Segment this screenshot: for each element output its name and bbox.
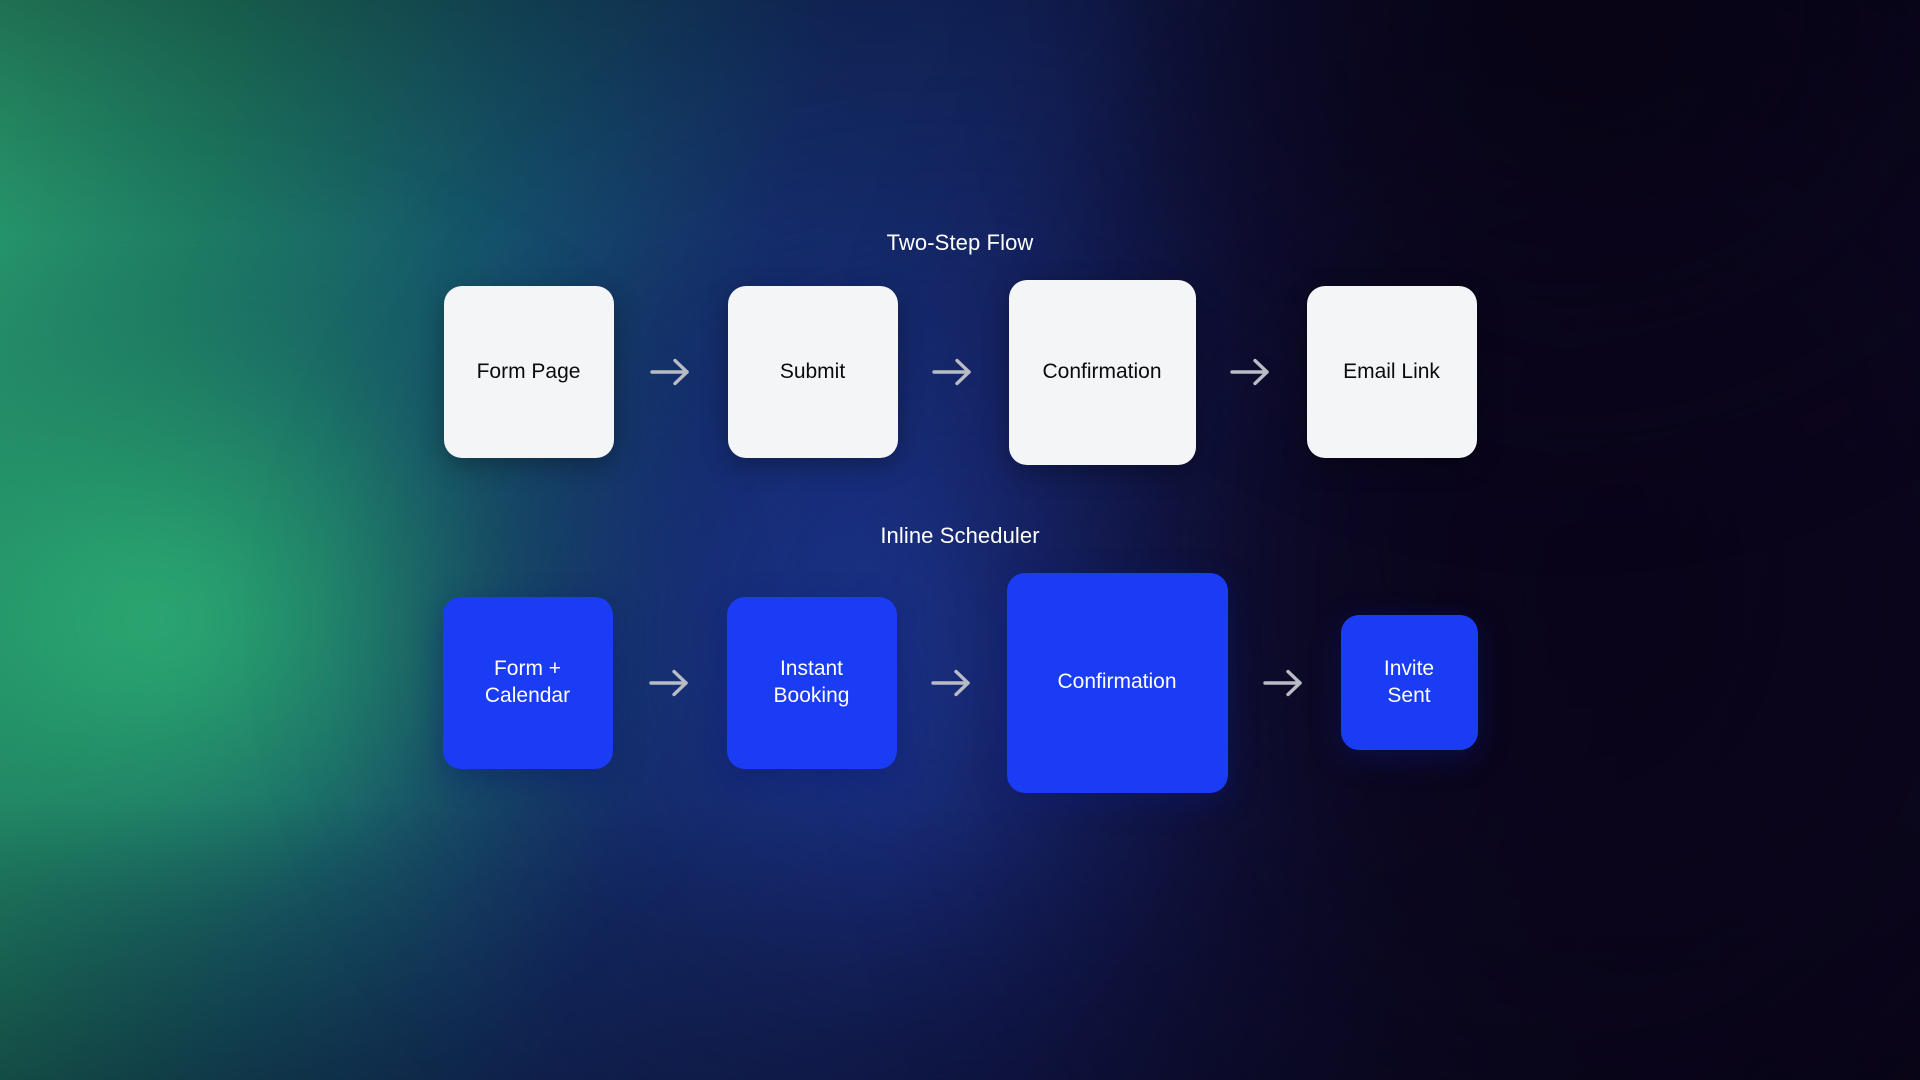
flow-node-confirmation[interactable]: Confirmation — [1008, 279, 1196, 465]
flow-node-submit[interactable]: Submit — [727, 286, 898, 458]
section-inline-scheduler: Inline Scheduler Form + Calendar Instant… — [442, 522, 1478, 793]
flow-node-label: Confirmation — [1042, 359, 1162, 383]
flow-node-label-line2: Booking — [773, 683, 850, 707]
flow-node-label-line2: Calendar — [484, 683, 571, 707]
flow-node-label-line1: Form + — [493, 656, 562, 680]
flow-row-two-step: Form Page Submit Confirmation — [443, 279, 1477, 465]
flow-node-label: Form Page — [476, 359, 581, 383]
section-title-two-step-flow: Two-Step Flow — [886, 229, 1034, 255]
arrow-right-icon — [1196, 349, 1307, 395]
flow-node-label: Email Link — [1343, 359, 1440, 383]
arrow-right-icon — [613, 660, 727, 706]
arrow-right-icon — [897, 660, 1007, 706]
flow-node-label-line2: Sent — [1387, 683, 1431, 707]
flow-node-label: Submit — [779, 359, 846, 383]
flow-node-label-line1: Invite — [1383, 656, 1435, 680]
flow-node-form-calendar[interactable]: Form + Calendar — [442, 596, 613, 769]
flow-node-instant-booking[interactable]: Instant Booking — [726, 596, 897, 769]
arrow-right-icon — [1228, 660, 1341, 706]
section-two-step-flow: Two-Step Flow Form Page Submit — [443, 229, 1477, 465]
flow-row-inline-scheduler: Form + Calendar Instant Booking — [442, 572, 1478, 793]
flow-node-confirmation[interactable]: Confirmation — [1006, 572, 1228, 793]
flow-node-label-line1: Instant — [779, 656, 844, 680]
arrow-right-icon — [614, 349, 728, 395]
section-title-inline-scheduler: Inline Scheduler — [880, 522, 1040, 548]
arrow-right-icon — [898, 349, 1009, 395]
flow-node-label-line1: Confirmation — [1057, 670, 1177, 694]
flow-node-form-page[interactable]: Form Page — [443, 286, 614, 458]
flow-node-invite-sent[interactable]: Invite Sent — [1340, 615, 1478, 750]
flow-node-email-link[interactable]: Email Link — [1306, 286, 1477, 458]
